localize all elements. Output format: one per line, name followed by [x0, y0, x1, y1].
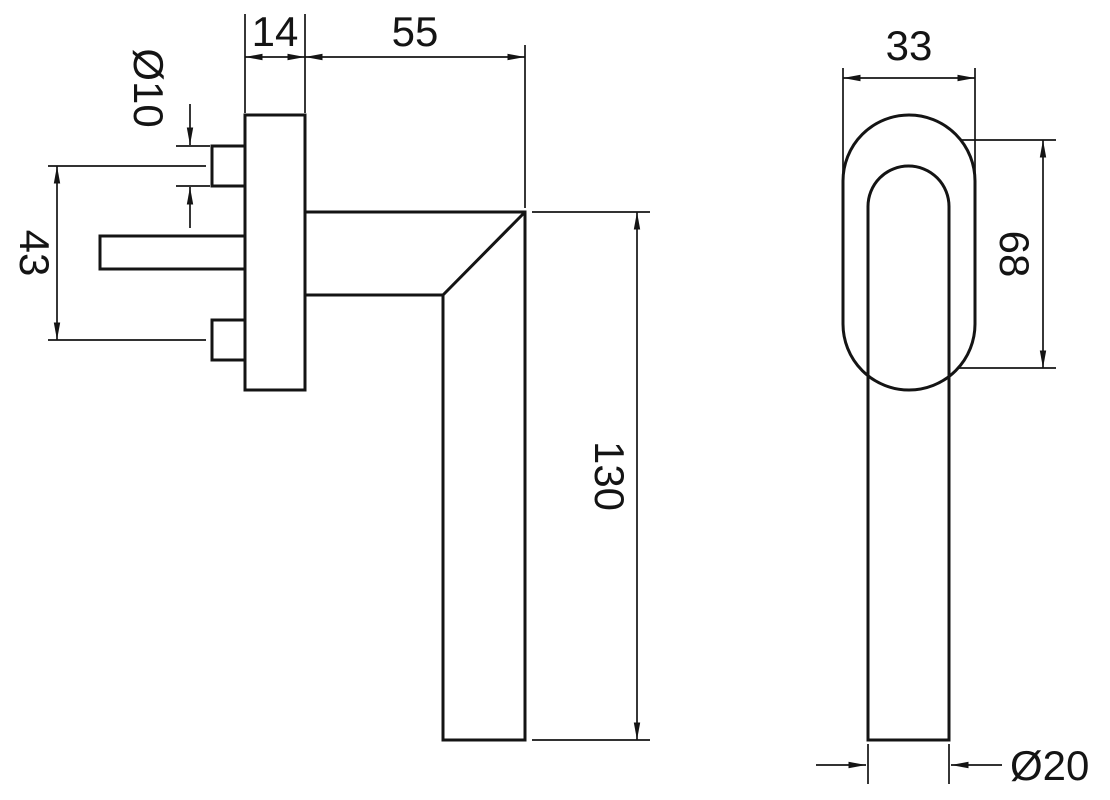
top-screw-boss: [210, 144, 247, 188]
rosette-plate-side-outline: [243, 113, 307, 392]
dimension-handle-length-130: 130: [532, 211, 650, 741]
rosette-front-outline: [841, 113, 977, 392]
dimension-label-33: 33: [886, 22, 933, 69]
dimension-label-43: 43: [11, 230, 58, 277]
spindle-shaft: [98, 234, 247, 271]
handle-side-view: [98, 113, 527, 742]
dimension-label-55: 55: [392, 8, 439, 55]
dimension-grip-diameter-20: Ø20: [816, 742, 1089, 789]
dimension-label-dia20: Ø20: [1010, 742, 1089, 789]
dimension-screw-boss-diameter-10: Ø10: [125, 48, 210, 228]
handle-lever-side-outline: [303, 210, 527, 742]
handle-front-view: [841, 113, 977, 742]
dimension-label-68: 68: [991, 231, 1038, 278]
handle-grip-front-outline: [866, 164, 951, 742]
dimension-plate-thickness-14: 14: [244, 8, 306, 113]
dimension-label-dia10: Ø10: [125, 48, 172, 127]
dimension-rosette-height-68: 68: [958, 139, 1056, 369]
bottom-screw-boss: [210, 318, 247, 362]
dimension-screw-spacing-43: 43: [11, 165, 206, 341]
dimension-label-14: 14: [252, 8, 299, 55]
dimension-neck-length-55: 55: [305, 8, 526, 208]
dimension-rosette-width-33: 33: [842, 22, 976, 188]
handle-bend-miter-line: [441, 210, 527, 297]
dimension-label-130: 130: [586, 441, 633, 511]
